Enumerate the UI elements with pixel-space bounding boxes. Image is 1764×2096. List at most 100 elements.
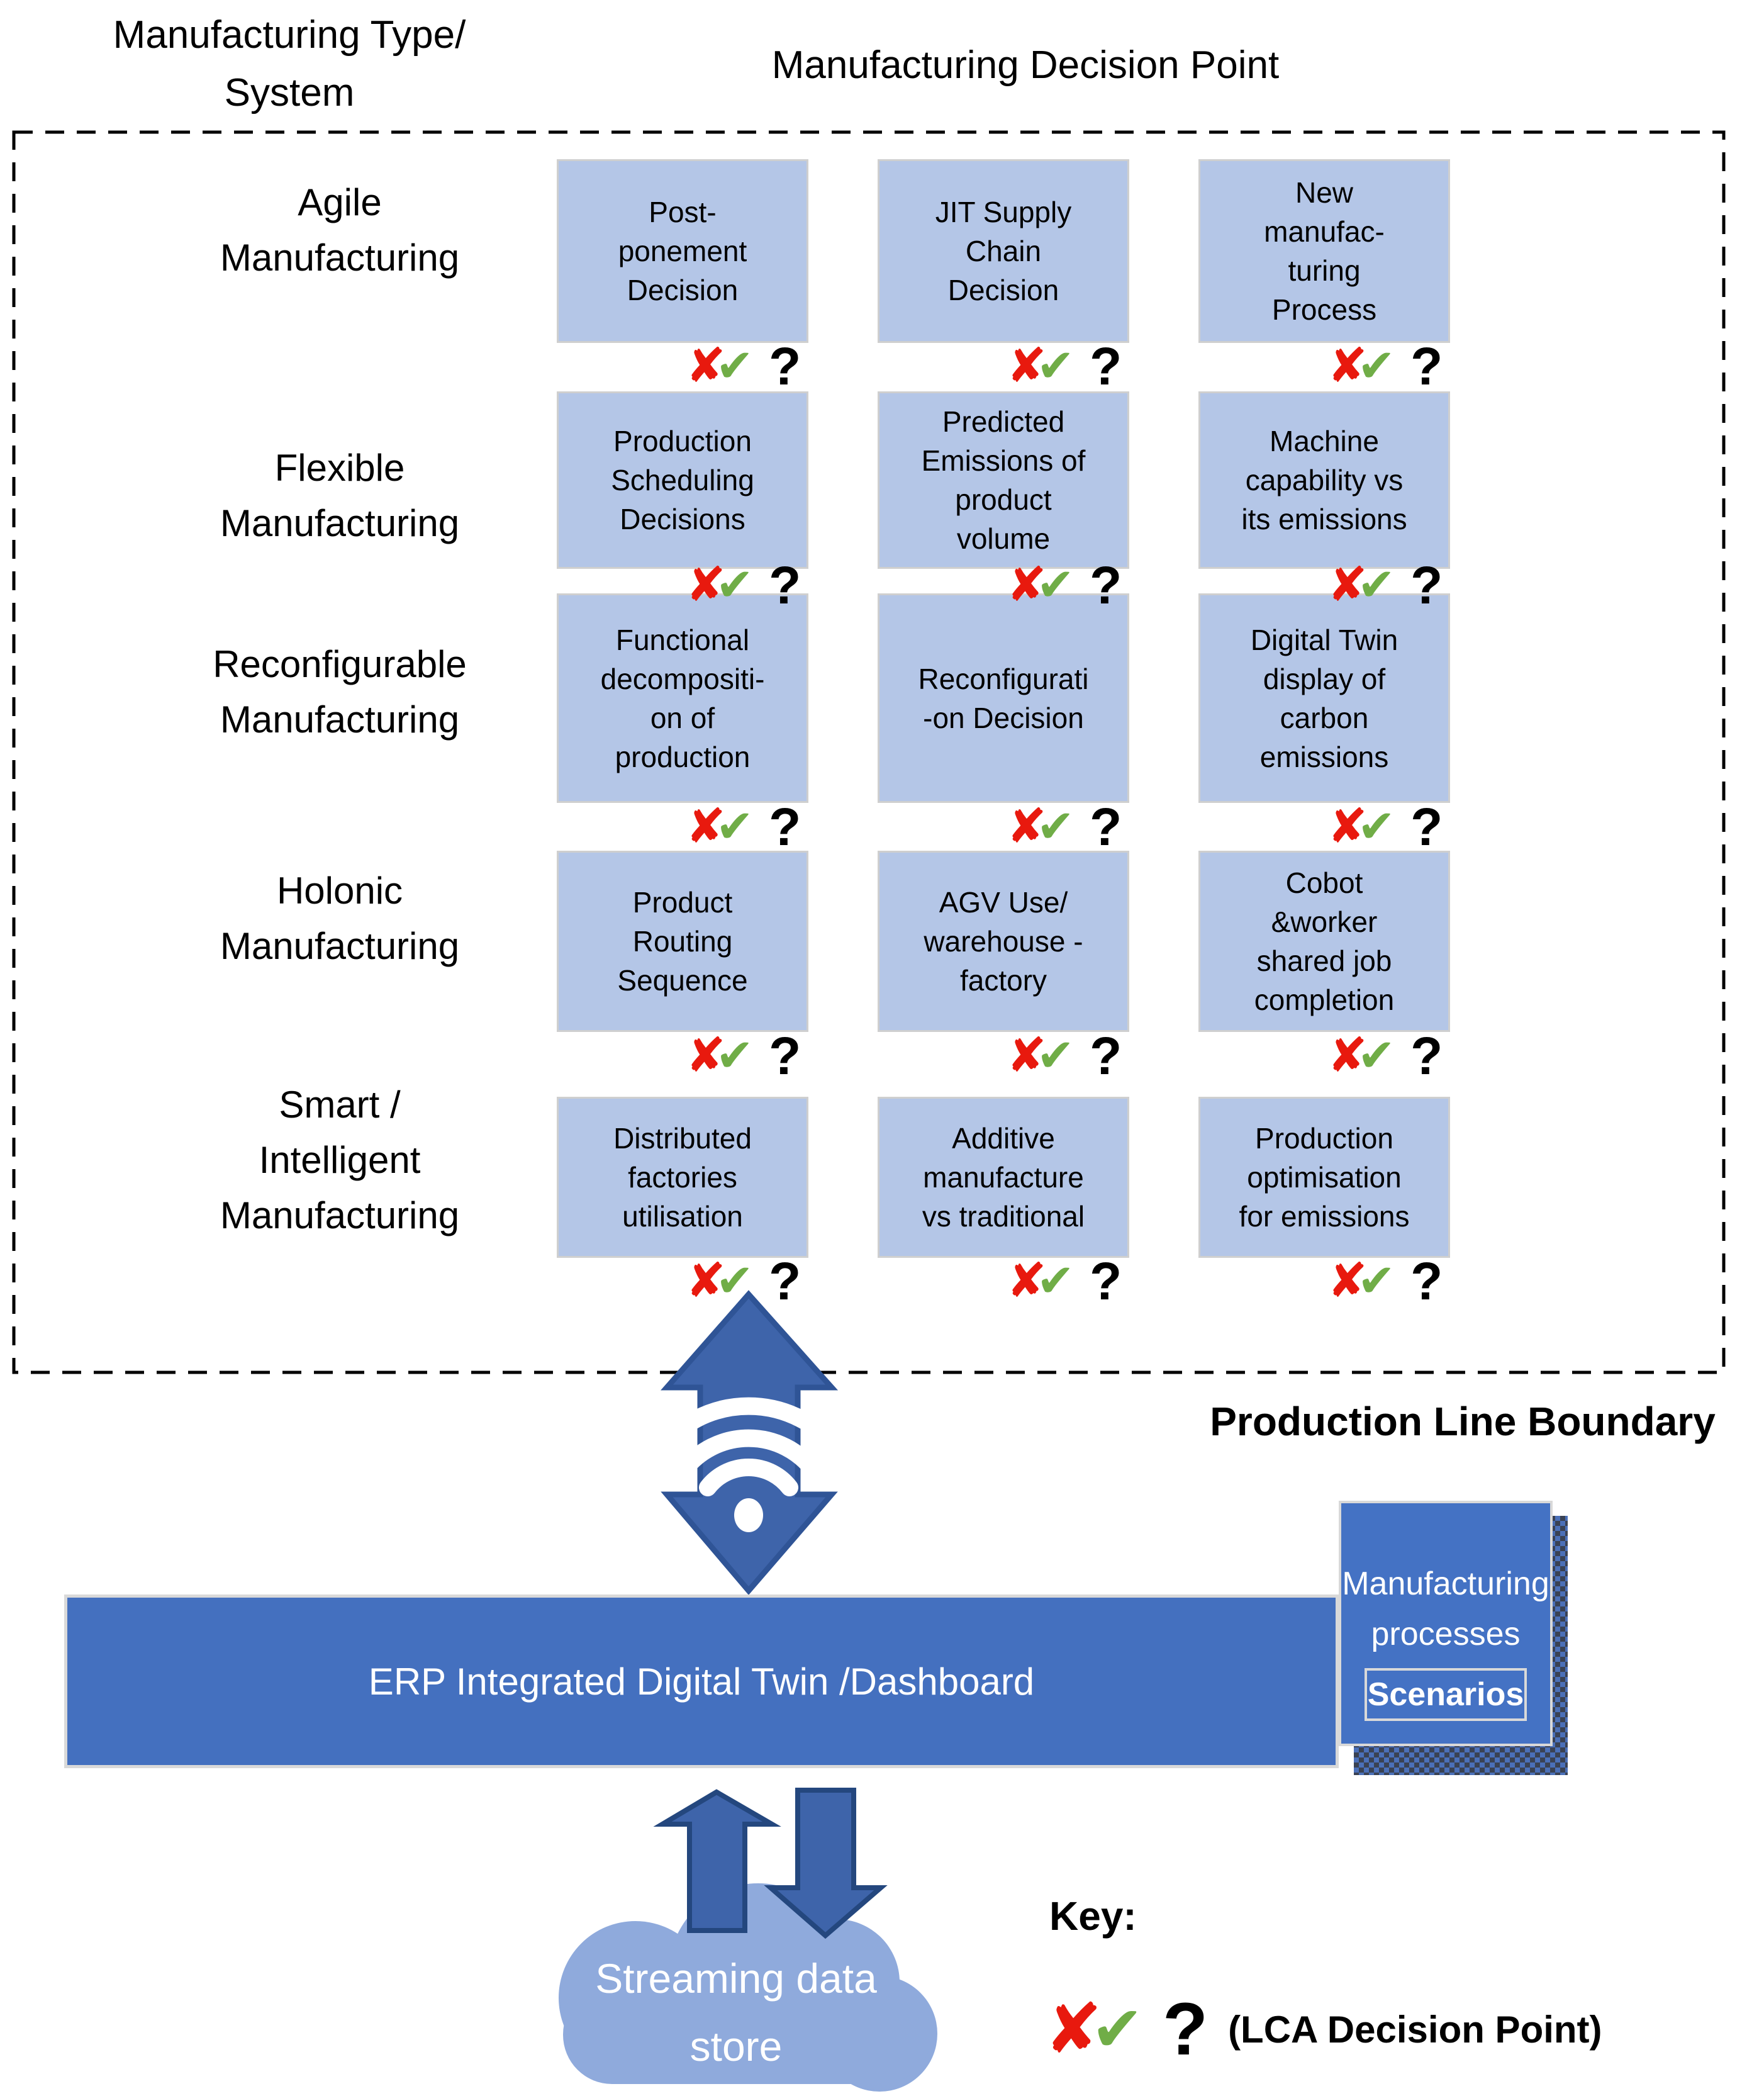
cross-icon: ✘ [686, 800, 726, 853]
check-icon: ✔ [1036, 560, 1075, 610]
question-icon: ? [769, 797, 801, 856]
check-icon: ✔ [1357, 802, 1396, 852]
decision-box-label: Production optimisation for emissions [1239, 1122, 1410, 1233]
lca-icons: ✘✔? [686, 556, 856, 614]
check-icon: ✔ [1036, 1256, 1075, 1306]
decision-box: AGV Use/ warehouse - factory [878, 851, 1129, 1032]
decision-box-label: Additive manufacture vs traditional [922, 1122, 1085, 1233]
scenarios-button: Scenarios [1365, 1668, 1527, 1721]
check-icon: ✔ [715, 1256, 754, 1306]
cross-icon: ✘ [686, 558, 726, 612]
question-icon: ? [1410, 337, 1443, 396]
cross-icon: ✘ [1327, 1254, 1368, 1308]
key-legend: ✘ ✔ ? (LCA Decision Point) [1044, 1976, 1602, 2083]
question-icon: ? [1410, 1026, 1443, 1085]
check-icon: ✔ [1036, 802, 1075, 852]
lca-icons: ✘✔? [1007, 337, 1176, 395]
lca-icons: ✘✔? [686, 1027, 856, 1085]
decision-box-label: AGV Use/ warehouse - factory [924, 886, 1083, 997]
decision-box-label: Production Scheduling Decisions [611, 425, 754, 535]
row-label-flexible: Flexible Manufacturing [220, 447, 460, 544]
question-icon: ? [1410, 1252, 1443, 1311]
key-title: Key: [1049, 1893, 1137, 1939]
question-icon: ? [769, 337, 801, 396]
decision-box-label: Digital Twin display of carbon emissions [1250, 623, 1398, 773]
cross-icon: ✘ [1007, 1254, 1047, 1308]
question-icon: ? [1090, 1026, 1122, 1085]
cross-icon: ✘ [1327, 1029, 1368, 1082]
question-icon: ? [769, 1252, 801, 1311]
lca-icons: ✘✔? [1007, 1027, 1176, 1085]
check-icon: ✔ [715, 802, 754, 852]
streaming-data-store-label: Streaming data store [595, 1955, 877, 2070]
decision-box: Post- ponement Decision [557, 159, 808, 343]
decision-box: Functional decompositi- on of production [557, 593, 808, 803]
cross-icon: ✘ [1007, 558, 1047, 612]
row-label-holonic: Holonic Manufacturing [220, 870, 460, 967]
check-icon: ✔ [1357, 1031, 1396, 1081]
lca-icons: ✘✔? [686, 337, 856, 395]
bidirectional-arrow [661, 1290, 839, 1595]
decision-box-label: Predicted Emissions of product volume [921, 405, 1086, 555]
check-icon: ✔ [715, 341, 754, 391]
check-icon: ✔ [715, 1031, 754, 1081]
lca-icons: ✘✔? [1327, 1027, 1497, 1085]
question-icon: ? [769, 556, 801, 615]
question-icon: ? [1410, 797, 1443, 856]
lca-icons: ✘✔? [1007, 1252, 1176, 1310]
cross-icon: ✘ [1044, 1990, 1103, 2068]
decision-box: Digital Twin display of carbon emissions [1198, 593, 1450, 803]
check-icon: ✔ [1036, 1031, 1075, 1081]
row-label-smart: Smart / Intelligent Manufacturing [220, 1084, 460, 1236]
question-icon: ? [1090, 337, 1122, 396]
check-icon: ✔ [1036, 341, 1075, 391]
decision-box-label: Post- ponement Decision [618, 196, 747, 306]
decision-box-label: Reconfigurati -on Decision [918, 662, 1089, 734]
manufacturing-type-header: Manufacturing Type/ System [113, 13, 466, 115]
check-icon: ✔ [715, 560, 754, 610]
decision-box: Product Routing Sequence [557, 851, 808, 1032]
cross-icon: ✘ [1007, 339, 1047, 393]
cross-icon: ✘ [1327, 800, 1368, 853]
cross-icon: ✘ [686, 1029, 726, 1082]
decision-box: Predicted Emissions of product volume [878, 391, 1129, 569]
decision-box: Production optimisation for emissions [1198, 1097, 1450, 1258]
lca-icons: ✘✔? [1007, 556, 1176, 614]
question-icon: ? [1410, 556, 1443, 615]
erp-banner-label: ERP Integrated Digital Twin /Dashboard [368, 1660, 1035, 1703]
lca-decision-point-label: (LCA Decision Point) [1228, 2008, 1602, 2051]
lca-icons: ✘✔? [1327, 1252, 1497, 1310]
cross-icon: ✘ [1327, 558, 1368, 612]
cross-icon: ✘ [1007, 1029, 1047, 1082]
question-icon: ? [769, 1026, 801, 1085]
manufacturing-processes-box: Manufacturing processes Scenarios [1339, 1501, 1553, 1746]
cross-icon: ✘ [1327, 339, 1368, 393]
check-icon: ✔ [1357, 1256, 1396, 1306]
decision-box-label: Cobot &worker shared job completion [1254, 866, 1395, 1016]
decision-point-header: Manufacturing Decision Point [771, 43, 1280, 87]
question-icon: ? [1090, 556, 1122, 615]
decision-box-label: JIT Supply Chain Decision [935, 196, 1072, 306]
decision-box: New manufac- turing Process [1198, 159, 1450, 343]
decision-box: Reconfigurati -on Decision [878, 593, 1129, 803]
processes-box-title: Manufacturing processes [1342, 1566, 1549, 1652]
cross-icon: ✘ [1007, 800, 1047, 853]
decision-box: Production Scheduling Decisions [557, 391, 808, 569]
wifi-icon [650, 1397, 847, 1532]
lca-icons: ✘✔? [686, 798, 856, 856]
check-icon: ✔ [1091, 1994, 1144, 2065]
decision-box: Distributed factories utilisation [557, 1097, 808, 1258]
check-icon: ✔ [1357, 341, 1396, 391]
decision-box-label: Functional decompositi- on of production [600, 623, 765, 773]
production-line-boundary-label: Production Line Boundary [1210, 1399, 1716, 1444]
check-icon: ✔ [1357, 560, 1396, 610]
row-label-agile: Agile Manufacturing [220, 181, 460, 279]
erp-banner: ERP Integrated Digital Twin /Dashboard [64, 1594, 1339, 1768]
decision-box: Additive manufacture vs traditional [878, 1097, 1129, 1258]
cross-icon: ✘ [686, 1254, 726, 1308]
decision-box-label: Machine capability vs its emissions [1241, 425, 1407, 535]
question-icon: ? [1090, 797, 1122, 856]
decision-box-label: Distributed factories utilisation [613, 1122, 752, 1233]
decision-box-label: New manufac- turing Process [1264, 176, 1385, 326]
